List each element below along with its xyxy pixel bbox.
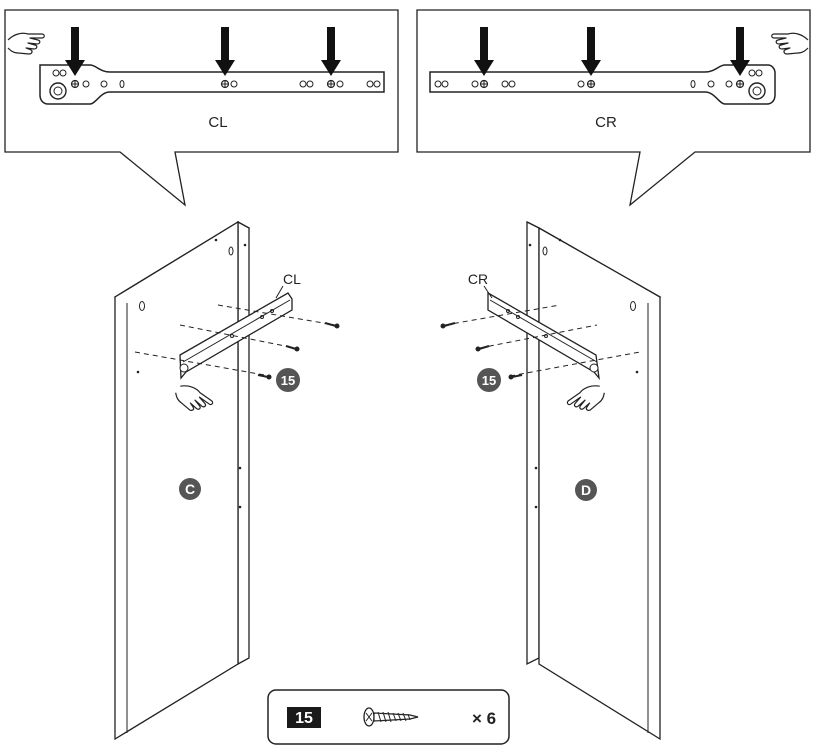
arrow-down-icon	[730, 27, 750, 76]
arrow-down-icon	[65, 27, 85, 76]
panel-letter: C	[185, 481, 195, 497]
screw-icon	[363, 707, 419, 727]
panel-c-letter-badge: C	[179, 478, 201, 500]
part-number: 15	[295, 710, 313, 727]
part-quantity: × 6	[472, 709, 496, 728]
screw-icon	[324, 322, 340, 329]
panel-d-side-edge	[526, 220, 540, 666]
screw-icon	[440, 322, 456, 329]
screw-point-cr-2	[586, 79, 596, 89]
part-number-tag	[287, 707, 321, 728]
callout-left-label: CL	[208, 114, 227, 131]
panel-c-side-edge	[237, 220, 250, 666]
callout-left: CL	[4, 9, 399, 207]
slide-rail-cl	[179, 292, 293, 380]
rail-label-cl: CL	[283, 271, 301, 287]
panel-d-letter-badge: D	[575, 479, 597, 501]
parts-box: 15 × 6	[267, 689, 510, 745]
screw-badge-text: 15	[482, 373, 496, 388]
screw-icon	[257, 374, 272, 380]
screw-icon	[285, 345, 300, 352]
screw-point-cr-3	[735, 79, 745, 89]
screw-point-cr-1	[479, 79, 489, 89]
arrow-down-icon	[215, 27, 235, 76]
slide-rail-cr	[429, 64, 776, 105]
callout-right-frame	[416, 9, 811, 207]
slide-rail-cl	[39, 64, 385, 105]
screw-paths	[134, 304, 336, 377]
panel-d-face	[538, 226, 661, 741]
screw-badge-text: 15	[281, 373, 295, 388]
screw-icon	[508, 374, 523, 380]
rail-label-cr: CR	[468, 271, 488, 287]
callout-right: CR	[416, 9, 811, 207]
panel-d: CR 15 D	[440, 220, 662, 741]
arrow-down-icon	[321, 27, 341, 76]
screw-point-cl-3	[326, 79, 336, 89]
panel-c: CL 15 C	[113, 220, 340, 741]
screw-badge-15: 15	[276, 368, 300, 392]
callout-right-label: CR	[595, 114, 617, 131]
screw-point-cl-1	[70, 79, 80, 89]
arrow-down-icon	[581, 27, 601, 76]
callout-left-frame	[4, 9, 399, 207]
panel-c-face	[114, 220, 239, 741]
screw-paths	[444, 304, 641, 377]
screw-point-cl-2	[220, 79, 230, 89]
screw-icon	[475, 345, 490, 352]
screw-badge-15: 15	[477, 368, 501, 392]
arrow-down-icon	[474, 27, 494, 76]
panel-letter: D	[581, 482, 591, 498]
